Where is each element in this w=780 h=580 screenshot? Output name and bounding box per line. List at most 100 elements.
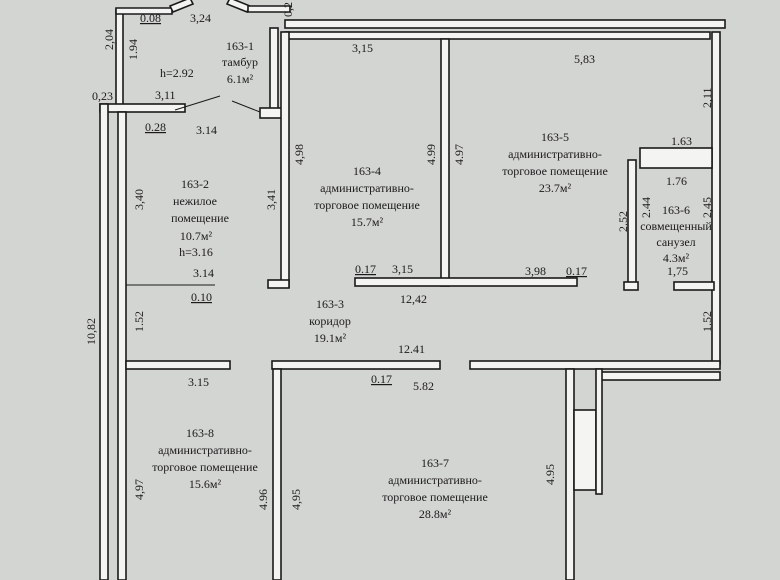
dim: 12,42 [400,292,427,306]
wall-stair-right [595,368,603,495]
dim: 4.96 [256,489,270,510]
room-height: h=3.16 [179,245,213,259]
dim: 1.94 [126,39,140,60]
dim: 3,40 [132,189,146,210]
room-labels: 163-1 тамбур 6.1м² h=2.92 163-2 нежилое … [152,39,712,521]
wall-room4-5-bottom [354,277,578,287]
room-id: 163-3 [316,297,344,311]
room-name: санузел [656,235,695,249]
room-name: административно- [158,443,252,457]
wall-vestibule-top-right [247,5,291,13]
dim: 4.99 [424,144,438,165]
room-name: административно- [320,181,414,195]
dim: 3,11 [155,88,176,102]
wall-bath-bottom [673,281,715,291]
dim: 3,15 [392,262,413,276]
dim: 10,82 [84,318,98,345]
room-area: 19.1м² [314,331,347,345]
room-name: административно- [388,473,482,487]
bath-fixture [639,147,713,169]
room-name: торговое помещение [502,164,608,178]
dim: 3,41 [264,189,278,210]
wall-vestibule-bottom [99,103,186,113]
wall-vestibule-top [115,7,173,15]
wall-top-inner [284,31,711,40]
wall-vestibule-left [115,9,124,111]
dim: 4,95 [289,489,303,510]
room-name: административно- [508,147,602,161]
dim: 4.95 [543,464,557,485]
dim: 3,98 [525,264,546,278]
dim: 0.17 [566,264,587,278]
wall-outer-left [99,103,109,580]
dim: 0.17 [355,262,376,276]
dim: 0,23 [92,89,113,103]
dimensions: 0.08 3,24 0,2 2,04 1.94 0,23 3,11 0.28 3… [84,2,714,510]
room-id: 163-4 [353,164,381,178]
dim: 3.14 [196,123,217,137]
dim: 5.82 [413,379,434,393]
dim: 0.10 [191,290,212,304]
dim: 3.15 [188,375,209,389]
dim: 4.97 [452,144,466,165]
room-id: 163-7 [421,456,449,470]
room-id: 163-5 [541,130,569,144]
room-area: 6.1м² [227,72,254,86]
dim: 2,45 [700,197,714,218]
dim: 0.28 [145,120,166,134]
dim: 0,2 [281,2,295,17]
room-name: совмещенный [640,219,712,233]
dim: 2,11 [700,87,714,108]
room-id: 163-1 [226,39,254,53]
room-area: 4.3м² [663,251,690,265]
wall-room4-5 [440,38,450,287]
wall-room8-top [125,360,231,370]
dim: 1.76 [666,174,687,188]
dim: 1.52 [132,311,146,332]
door-swing-lines [174,95,261,113]
door-line [174,95,221,111]
wall-stub-corridor [267,279,290,289]
wall-right-lower [599,371,721,381]
dim: 5,83 [574,52,595,66]
room-id: 163-6 [662,203,690,217]
room-height: h=2.92 [160,66,194,80]
wall-bath-stub [623,281,639,291]
dim: 1.52 [700,311,714,332]
wall-room7-top-right [469,360,721,370]
dim: 3,24 [190,11,211,25]
room-name: коридор [309,314,351,328]
dim: 12.41 [398,342,425,356]
wall-vestibule-angle-right [225,0,252,14]
wall-inner-left [117,111,127,580]
wall-room7-right [565,368,575,580]
dim: 2.44 [639,197,653,218]
wall-room7-top [271,360,441,370]
room-name: торговое помещение [152,460,258,474]
dim: 0.17 [371,372,392,386]
wall-top-outer [284,19,726,29]
dim: 3,15 [352,41,373,55]
room-id: 163-8 [186,426,214,440]
wall-vestibule-angle-left [168,0,195,14]
dim: 3.14 [193,266,214,280]
room-area: 10.7м² [180,229,213,243]
room-area: 23.7м² [539,181,572,195]
room-area: 28.8м² [419,507,452,521]
room-name: торговое помещение [314,198,420,212]
room-name: нежилое [173,194,217,208]
wall-vestibule-right [269,27,279,117]
wall-room7-left [272,368,282,580]
room-name: торговое помещение [382,490,488,504]
dim: 1,75 [667,264,688,278]
dim: 4,97 [132,479,146,500]
room-id: 163-2 [181,177,209,191]
room-area: 15.6м² [189,477,222,491]
room-area: 15.7м² [351,215,384,229]
room-name: помещение [171,211,229,225]
dim: 2.52 [616,211,630,232]
stair-fixture [573,409,597,491]
door-line [231,100,261,113]
room-name: тамбур [222,55,258,69]
